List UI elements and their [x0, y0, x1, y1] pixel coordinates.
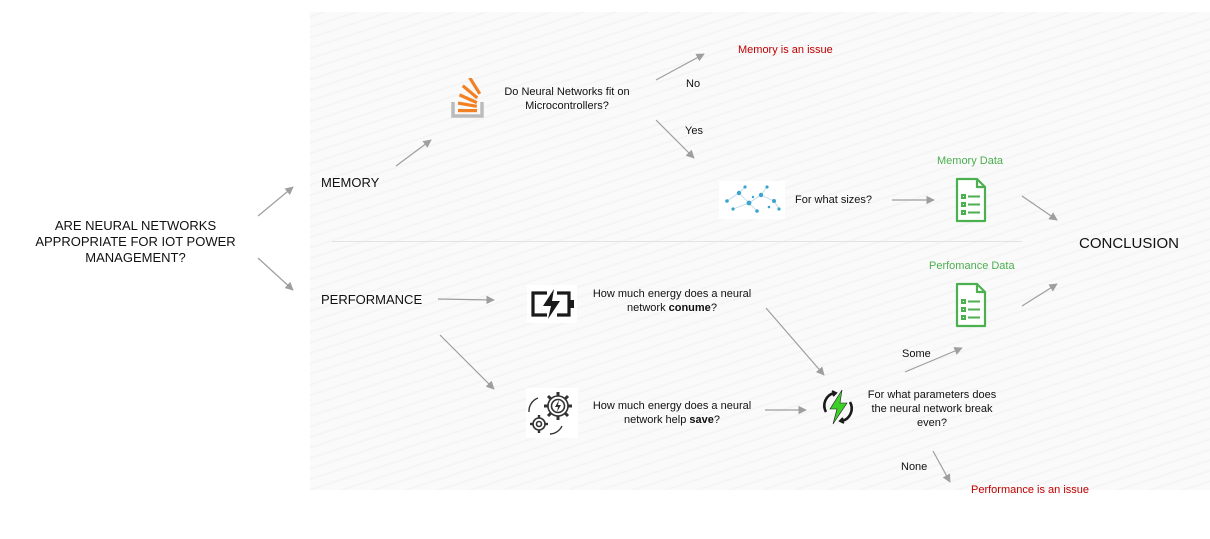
performance-issue: Performance is an issue	[971, 484, 1089, 496]
document-icon	[955, 282, 987, 333]
arrow-perfdata-to-conclusion	[1021, 283, 1058, 307]
network-graph-icon	[719, 181, 785, 224]
no-label: No	[686, 78, 701, 90]
some-label: Some	[902, 348, 931, 360]
consume-question: How much energy does a neural network co…	[592, 288, 752, 314]
document-icon	[955, 177, 987, 228]
gear-energy-icon	[526, 388, 578, 443]
arrow-breakeven-none	[932, 450, 951, 483]
memory-issue: Memory is an issue	[738, 44, 833, 56]
battery-charging-icon	[527, 285, 577, 328]
arrow-root-to-performance	[257, 257, 294, 291]
stack-overflow-icon	[447, 76, 489, 125]
arrow-consume-to-breakeven	[765, 307, 825, 376]
arrow-perf-to-consume	[437, 295, 495, 305]
save-question: How much energy does a neural network he…	[592, 400, 752, 426]
arrow-memory-to-fit	[395, 139, 432, 167]
sizes-question: For what sizes?	[795, 194, 873, 206]
break-even-question: For what parameters does the neural netw…	[867, 389, 997, 429]
root-question: ARE NEURAL NETWORKS APPROPRIATE FOR IOT …	[35, 218, 236, 265]
none-label: None	[901, 461, 928, 473]
arrow-breakeven-some	[904, 347, 963, 373]
fit-question: Do Neural Networks fit on Microcontrolle…	[504, 86, 630, 112]
yes-label: Yes	[685, 125, 703, 137]
arrow-perf-to-save	[439, 334, 495, 390]
performance-data-label: Perfomance Data	[929, 260, 1015, 272]
background-panel	[310, 12, 1210, 490]
memory-label: MEMORY	[321, 175, 380, 190]
conclusion-label: CONCLUSION	[1079, 235, 1180, 252]
energy-bolt-icon	[820, 388, 856, 431]
section-divider	[332, 241, 1022, 242]
performance-label: PERFORMANCE	[321, 292, 423, 307]
arrow-root-to-memory	[257, 186, 294, 217]
arrow-fit-yes	[655, 119, 695, 159]
arrow-memdata-to-conclusion	[1021, 195, 1058, 221]
memory-data-label: Memory Data	[937, 155, 1004, 167]
arrow-fit-no	[655, 53, 705, 81]
